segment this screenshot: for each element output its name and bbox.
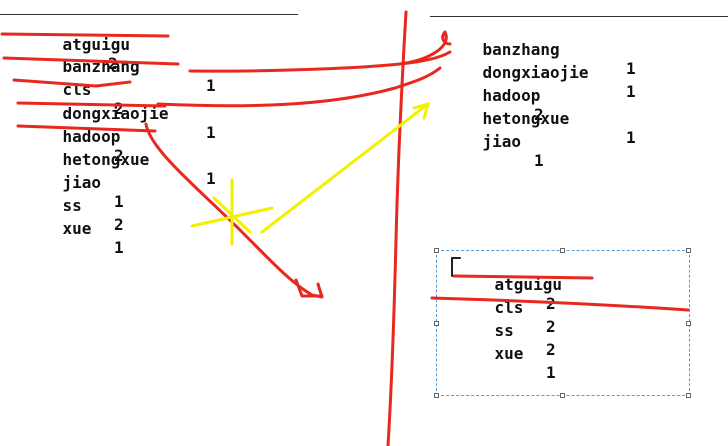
word-label: ss: [62, 196, 82, 215]
list-item: jiao 1: [24, 154, 124, 230]
list-item: hadoop 2: [444, 67, 544, 143]
resize-handle[interactable]: [560, 248, 565, 253]
left-top-rule: [0, 14, 298, 15]
word-label: xue: [494, 344, 524, 363]
count-value: 1: [626, 128, 636, 147]
word-label: hadoop: [62, 127, 121, 146]
resize-handle[interactable]: [434, 248, 439, 253]
word-label: banzhang: [482, 40, 560, 59]
word-label: atguigu: [494, 275, 562, 294]
count-value: 1: [114, 192, 124, 211]
word-label: hadoop: [482, 86, 541, 105]
word-label: ss: [494, 321, 514, 340]
resize-handle[interactable]: [686, 393, 691, 398]
list-item: ss 2: [456, 302, 556, 378]
count-value: 1: [626, 59, 636, 78]
arrow-stroke: [294, 278, 324, 298]
count-value: 1: [546, 363, 556, 382]
highlight-arrow: [412, 102, 430, 120]
resize-handle[interactable]: [686, 248, 691, 253]
resize-handle[interactable]: [686, 321, 691, 326]
arrow-stroke: [188, 30, 452, 73]
arrow-stroke: [398, 50, 452, 66]
list-item: hetongxue 1: [444, 90, 636, 166]
resize-handle[interactable]: [434, 321, 439, 326]
list-item: jiao 1: [444, 113, 544, 189]
resize-handle[interactable]: [434, 393, 439, 398]
count-value: 2: [546, 294, 556, 313]
list-item: xue 1: [24, 200, 124, 276]
word-label: jiao: [482, 132, 522, 151]
list-item: banzhang 1: [444, 21, 636, 97]
divider-stroke: [386, 10, 408, 446]
arrow-stroke: [144, 122, 324, 299]
word-label: dongxiaojie: [62, 104, 169, 123]
highlight-arrow: [260, 102, 430, 234]
list-item: dongxiaojie 1: [444, 44, 636, 120]
count-value: 2: [114, 215, 124, 234]
word-label: hetongxue: [482, 109, 570, 128]
count-value: 2: [114, 99, 124, 118]
sparkle-mark: [212, 196, 252, 234]
arrow-stroke: [156, 66, 442, 108]
resize-handle[interactable]: [560, 393, 565, 398]
right-top-rule: [430, 16, 728, 17]
word-label: cls: [494, 298, 524, 317]
count-value: 2: [534, 105, 544, 124]
word-label: jiao: [62, 173, 102, 192]
count-value: 1: [206, 123, 216, 142]
count-value: 1: [206, 169, 216, 188]
count-value: 2: [546, 340, 556, 359]
word-label: banzhang: [62, 57, 140, 76]
word-label: hetongxue: [62, 150, 150, 169]
word-label: xue: [62, 219, 92, 238]
list-item: xue 1: [456, 325, 556, 401]
word-label: atguigu: [62, 35, 130, 54]
count-value: 1: [626, 82, 636, 101]
count-value: 1: [534, 151, 544, 170]
count-value: 2: [114, 146, 124, 165]
count-value: 2: [546, 317, 556, 336]
word-label: dongxiaojie: [482, 63, 589, 82]
count-value: 1: [206, 76, 216, 95]
list-item: ss 2: [24, 177, 124, 253]
word-label: cls: [62, 80, 92, 99]
sparkle-mark: [190, 206, 274, 228]
count-value: 1: [114, 238, 124, 257]
